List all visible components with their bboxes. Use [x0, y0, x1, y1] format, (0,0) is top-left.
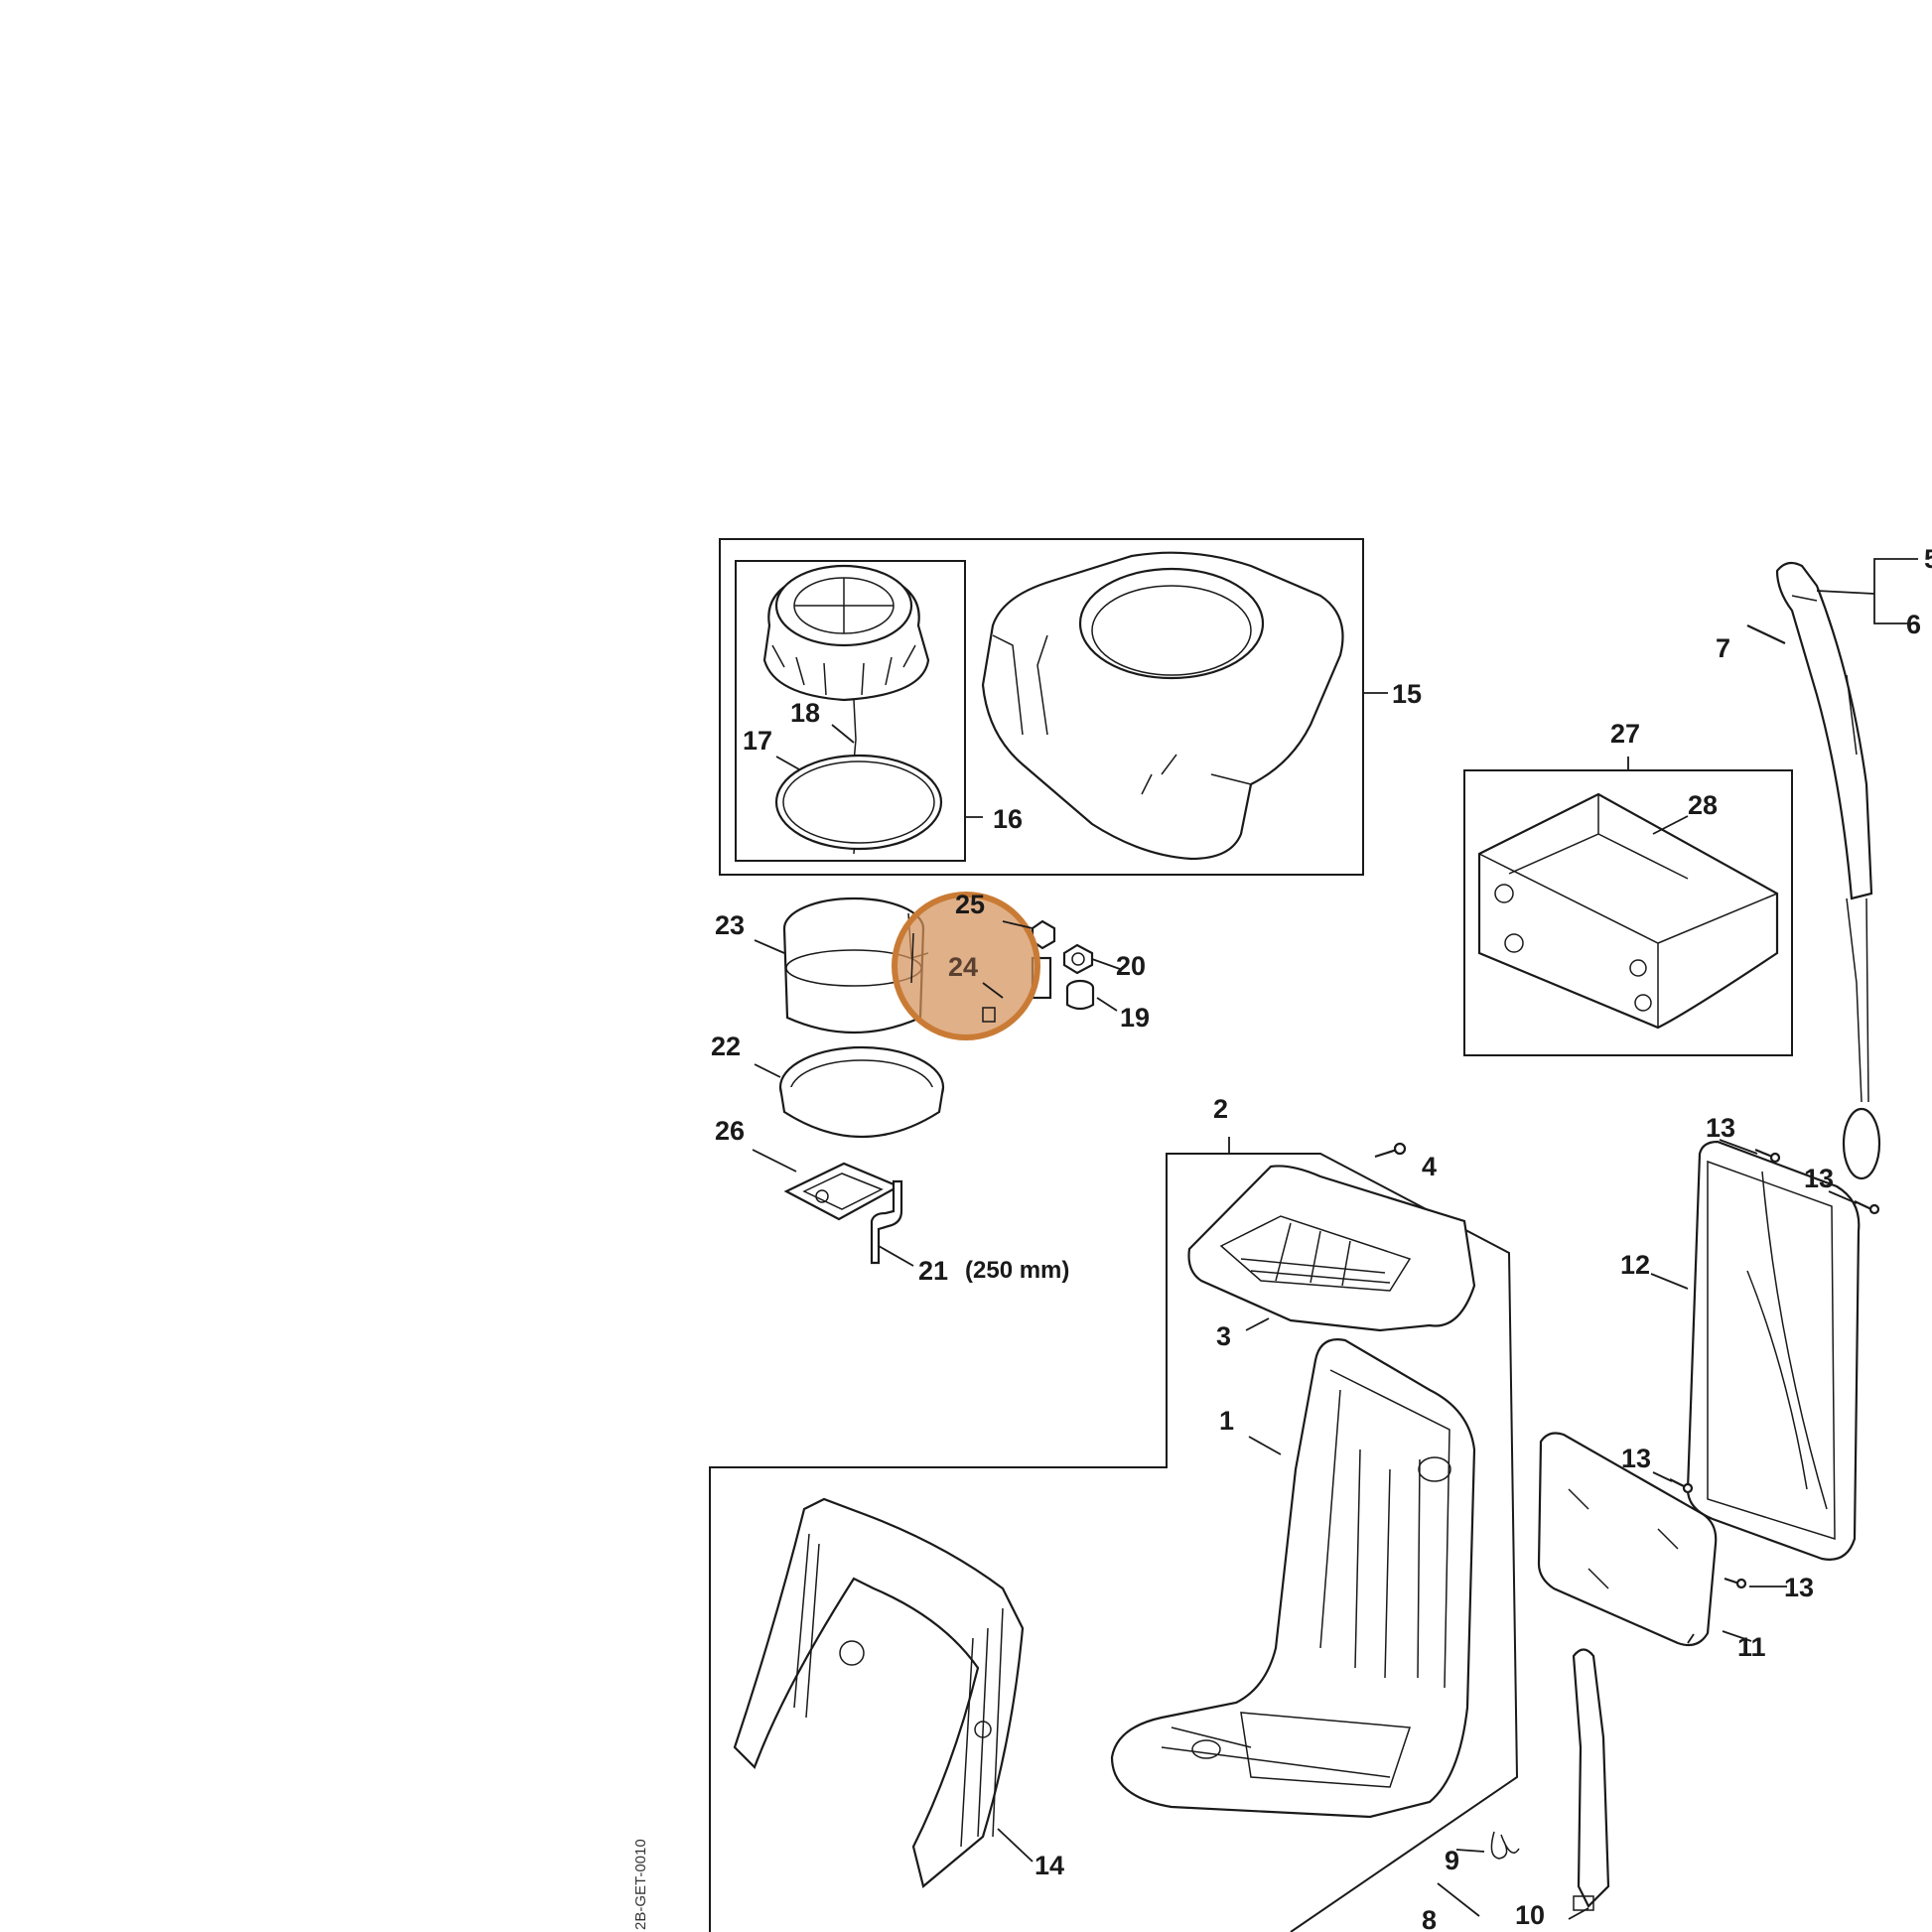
label-part-22[interactable]: 22 — [711, 1032, 741, 1061]
waist-pad[interactable] — [1537, 1432, 1718, 1647]
label-part-12[interactable]: 12 — [1620, 1250, 1650, 1280]
label-part-10[interactable]: 10 — [1515, 1900, 1545, 1930]
label-part-2[interactable]: 2 — [1213, 1094, 1228, 1124]
label-part-24[interactable]: 24 — [948, 952, 978, 982]
screw-13-a[interactable] — [1754, 1148, 1781, 1164]
label-part-4[interactable]: 4 — [1422, 1152, 1437, 1181]
back-padding[interactable] — [1686, 1140, 1861, 1561]
cap-subgroup-frame — [735, 560, 966, 862]
hose-length-note: (250 mm) — [965, 1257, 1069, 1284]
battery-box[interactable] — [1477, 792, 1779, 1030]
highlight-marker[interactable] — [892, 892, 1040, 1040]
label-part-28[interactable]: 28 — [1688, 790, 1718, 820]
filter-group — [778, 892, 1095, 1265]
hook[interactable] — [1490, 1831, 1520, 1860]
label-part-27[interactable]: 27 — [1610, 719, 1640, 749]
seal-ring-inner — [782, 760, 935, 844]
label-part-7[interactable]: 7 — [1716, 633, 1730, 663]
shoulder-strap[interactable] — [1775, 561, 1881, 1180]
label-part-9[interactable]: 9 — [1445, 1846, 1459, 1875]
label-part-16[interactable]: 16 — [993, 804, 1023, 834]
frame-group — [709, 1142, 1519, 1932]
label-part-25[interactable]: 25 — [955, 890, 985, 919]
label-part-11[interactable]: 11 — [1737, 1632, 1766, 1662]
label-part-13-d[interactable]: 13 — [1784, 1573, 1814, 1602]
screw[interactable] — [1374, 1142, 1407, 1159]
label-part-6[interactable]: 6 — [1906, 610, 1921, 639]
suction-hose[interactable] — [870, 1179, 903, 1265]
bushing-fitting[interactable] — [1065, 979, 1095, 1011]
pin[interactable] — [1746, 624, 1786, 644]
label-part-14[interactable]: 14 — [1035, 1851, 1064, 1880]
label-part-3[interactable]: 3 — [1216, 1321, 1231, 1351]
spray-tank[interactable] — [981, 551, 1344, 861]
seal-ring[interactable] — [774, 754, 943, 851]
leader-lines — [752, 558, 1918, 1920]
tank-cap[interactable] — [762, 564, 930, 702]
label-part-13-b[interactable]: 13 — [1804, 1164, 1834, 1193]
screw-13-c[interactable] — [1669, 1478, 1694, 1494]
valve-plate[interactable] — [783, 1162, 901, 1221]
label-part-17[interactable]: 17 — [743, 726, 772, 756]
frame-group-frame — [709, 1153, 1519, 1932]
filter-ring[interactable] — [778, 1045, 945, 1139]
battery-compartment-group — [1463, 769, 1793, 1056]
label-part-15[interactable]: 15 — [1392, 679, 1422, 709]
label-part-21[interactable]: 21 — [918, 1256, 948, 1286]
screw-13-d[interactable] — [1724, 1577, 1747, 1589]
label-part-8[interactable]: 8 — [1422, 1905, 1437, 1932]
part-labels: 1 2 3 4 5 6 7 8 9 10 11 12 13 13 13 13 1… — [632, 544, 1932, 1932]
side-shell[interactable] — [733, 1497, 1025, 1888]
tank-group-frame — [719, 538, 1364, 876]
label-part-13-a[interactable]: 13 — [1706, 1113, 1735, 1143]
strap-group — [1490, 561, 1881, 1911]
connector-fitting[interactable] — [1062, 943, 1094, 975]
label-part-5[interactable]: 5 — [1924, 544, 1932, 574]
waist-strap[interactable] — [1572, 1648, 1610, 1911]
label-part-23[interactable]: 23 — [715, 910, 745, 940]
label-part-13-c[interactable]: 13 — [1621, 1444, 1651, 1473]
drawing-reference-code: 2B-GET-0010 — [632, 1839, 649, 1930]
carrier-frame[interactable] — [1110, 1338, 1476, 1819]
label-part-18[interactable]: 18 — [790, 698, 820, 728]
label-part-26[interactable]: 26 — [715, 1116, 745, 1146]
label-part-19[interactable]: 19 — [1120, 1003, 1150, 1033]
label-part-20[interactable]: 20 — [1116, 951, 1146, 981]
label-part-1[interactable]: 1 — [1219, 1406, 1234, 1436]
tank-group — [719, 538, 1364, 876]
filter-insert[interactable] — [910, 932, 996, 1023]
screw-13-b[interactable] — [1854, 1200, 1880, 1215]
mounting-bracket[interactable] — [1187, 1165, 1476, 1332]
